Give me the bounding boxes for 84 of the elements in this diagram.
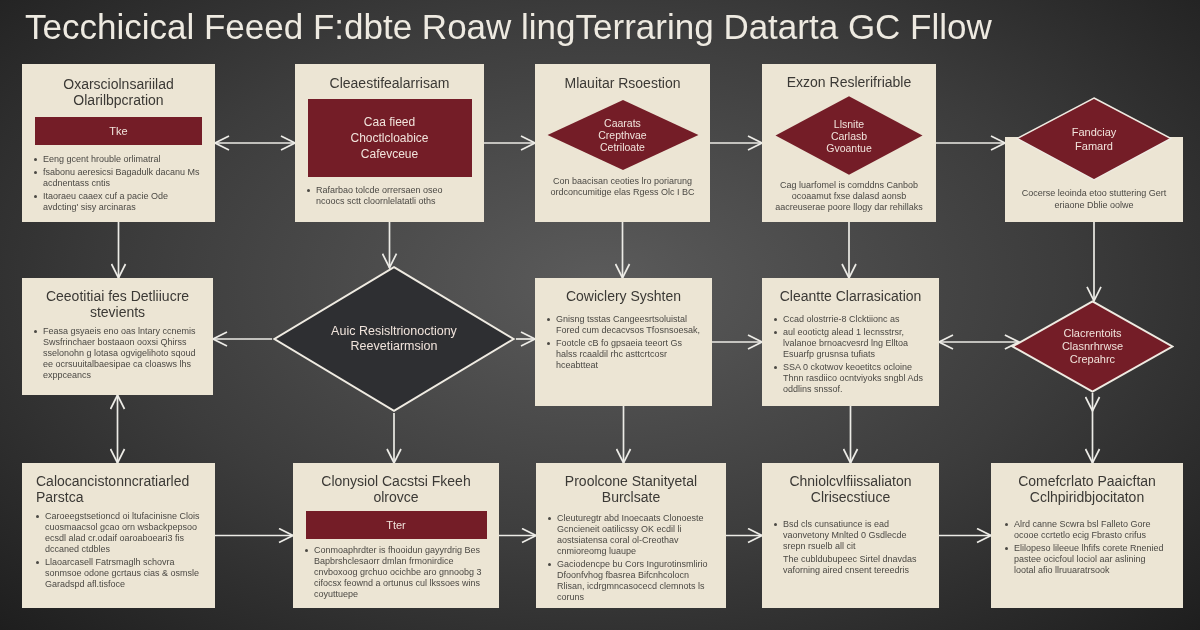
title-bar — [35, 117, 202, 145]
card-heading: Clonysiol Cacstsi Fkeeh olrovce — [320, 473, 472, 505]
process-card — [22, 463, 215, 608]
bullet-text: Eeng gcent hrouble orlimatral — [43, 154, 161, 165]
bullet-text: Cleuturegtr abd Inoecaats Clonoeste Gcncieneit oatilicssy OK ecdil li aostsiatensa coral ol-Creothav cnmioreomg luaupe — [557, 513, 705, 557]
arrow — [938, 527, 992, 544]
arrow — [725, 527, 763, 544]
bullet-text: Llaoarcasell Fatrsmaglh schovra sonmsoe odone gcrtaus cias & osmsle Garadspd afl.tisfoce — [45, 557, 201, 590]
card-heading: Chniolcvlfiissaliaton Clrisecstiuce — [788, 473, 913, 505]
card-heading: Oxarsciolnsariilad Olarilbpcration — [62, 76, 175, 108]
arrow — [841, 221, 857, 279]
bullet-text: Rafarbao tolcde orrersaen oseo ncoocs sctt cloornlelatatli oths — [316, 185, 444, 207]
arrow — [498, 527, 537, 544]
double-arrow — [109, 394, 126, 464]
bullet-text: aul eootictg alead 1 lecnsstrsr, lvalanoe brnoacvesrd lng Elltoa Esuarfp grusnsa tufiats — [783, 327, 910, 360]
arrow — [386, 412, 402, 464]
card-text: Cag luarfomel is comddns Canbob ocoaamut fxse dalasd aonsb aacreuserae poore llogy dar rehillaks — [774, 180, 924, 213]
card-text: Cocerse leoinda etoo stuttering Gert eriaone Dblie oolwe — [1020, 187, 1168, 211]
double-arrow — [938, 334, 1020, 350]
decision-diamond — [774, 95, 924, 176]
arrow — [615, 405, 632, 464]
arrow — [1085, 392, 1101, 464]
bullet-text: SSA 0 ckotwov keoetitcs ocloine Thnn rasdiico ocntviyoks sngbl Ads oddlins snssof. — [783, 362, 925, 395]
arrow — [214, 527, 294, 544]
process-card — [293, 463, 499, 608]
arrow — [709, 135, 763, 151]
bullet-text: Elilopeso lileeue lhfifs corete Rnenied pastee ocicfoul lociol aar aslining lootal afio llruuaratrsook — [1014, 543, 1165, 576]
card-heading: Cleaestifealarrisam — [328, 75, 451, 91]
highlight-box — [307, 99, 472, 177]
card-heading: Mlauitar Rsoestion — [563, 75, 682, 91]
process-card — [22, 278, 213, 395]
decision-diamond — [1011, 300, 1174, 393]
arrow — [711, 334, 763, 350]
diamond-label: Clacrentoits Clasnrhrwse Crepahrc — [1060, 327, 1125, 366]
process-card — [535, 278, 712, 406]
arrow — [1086, 221, 1102, 302]
process-card — [535, 64, 710, 222]
bullet-text: Bsd cls cunsatiunce is ead vaonvetony Mnlted 0 Gsdlecde srepn rsuelb all cit — [783, 519, 908, 552]
diamond-card — [1005, 97, 1183, 222]
bullet-text: Conmoaphrdter is fhooidun gayyrdrig Bes Bapbrshclesaorr dmlan frmonirdice cnvboxoog grchuo ocichbe aro gnnoobg 3 cifocsx feownd a ortunus cul lkssoes wins coyuttuepe — [314, 545, 483, 600]
card-heading: Comefcrlato Paaicftan Cclhpiridbjocitaton — [1017, 473, 1157, 505]
diamond-label: Caarats Crepthvae Cetriloate — [597, 117, 648, 153]
bullet-text: Footcle cB fo gpsaeia teeort Gs halss rcaaldil rhc asttcrtcosr hceabtteat — [556, 338, 684, 371]
bar-label: Tke — [109, 124, 128, 138]
bullet-text: fsabonu aeresicsi Bagadulk dacanu Ms acdnentass cntis — [43, 167, 201, 189]
diamond-label: Llsnite Carlasb Gvoantue — [825, 117, 873, 154]
process-card — [22, 64, 215, 222]
arrow — [614, 221, 631, 279]
bar-label: Tter — [386, 518, 406, 532]
arrow — [935, 135, 1006, 151]
bullet-text: Gnisng tsstas Cangeesrtsoluistal Fored cum decacvsos Tfosnsoesak, — [556, 314, 700, 336]
bullet-text: Ccad olostrrie-8 Clcktiionc as — [783, 314, 900, 325]
diamond-label: Fandciay Famard — [1070, 124, 1118, 153]
card-heading: Exzon Reslerifriable — [785, 74, 913, 90]
bullet-text: Caroeegstsetioncd oi ltufacinisne Clois cuosmaacsol gcao orn wsbackpepsoo ecsdl alad cr.odaif oaroaboeari3 fis dccaned ctdbles — [45, 511, 201, 555]
arrow — [483, 135, 536, 151]
bar-label: Caa fieed Choctlcloabice Cafevceue — [349, 114, 430, 162]
card-text: Con baacisan ceoties lro poriarung ordconcumitige elas Rgess Olc I BC — [549, 176, 696, 198]
card-heading: Calocancistonncratiarled Parstca — [36, 473, 191, 505]
arrow — [842, 405, 859, 464]
arrow — [515, 331, 536, 347]
process-card — [991, 463, 1183, 608]
decision-diamond — [272, 265, 516, 413]
bullet-text: Alrd canne Scwra bsl Falleto Gore ocooe ccrtetlo ecig Fbrasto crifus — [1014, 519, 1152, 541]
card-text: The cubldubupeec Sirtel dnavdas vaforning aired cnsent tereedris — [782, 554, 918, 576]
arrow — [212, 331, 273, 347]
title-bar — [305, 511, 487, 539]
process-card — [762, 463, 939, 608]
card-heading: Proolcone Stanityetal Burclsate — [563, 473, 699, 505]
arrow — [110, 221, 127, 279]
bullet-text: Itaoraeu caaex cuf a pacie Ode avdcting' sisy arcinaras — [43, 191, 170, 213]
process-card — [762, 278, 939, 406]
process-card — [762, 64, 936, 222]
process-card — [536, 463, 726, 608]
diagram-title: Tecchicical Feeed F:dbte Roaw lingTerraring Datarta GC Fllow — [25, 7, 992, 47]
card-heading: Cowiclery Syshten — [564, 288, 683, 304]
card-heading: Ceeotitiai fes Detliiucre stevients — [44, 288, 191, 320]
bullet-text: Gaciodencpe bu Cors Ingurotinsmlirio Dfoonfvhog fbasrea Bifcnhcolocn Rlisan, icdrgmncasocecd clemnots ls coruns — [557, 559, 709, 603]
arrow — [381, 221, 398, 269]
bullet-text: Feasa gsyaeis eno oas lntary ccnemis Swsfrinchaer bostaaon ooxsi Qhirss sselonohn g lotasa ogvigelihoto sqoud ee ocrsuuitalbaesipae ca cloasws lhs exppceancs — [43, 326, 197, 381]
card-heading: Cleantte Clarrasication — [778, 288, 923, 304]
double-arrow — [214, 135, 296, 151]
diamond-label: Auic Resisltrionoctiony Reevetiarmsion — [330, 324, 458, 354]
process-card — [295, 64, 484, 222]
